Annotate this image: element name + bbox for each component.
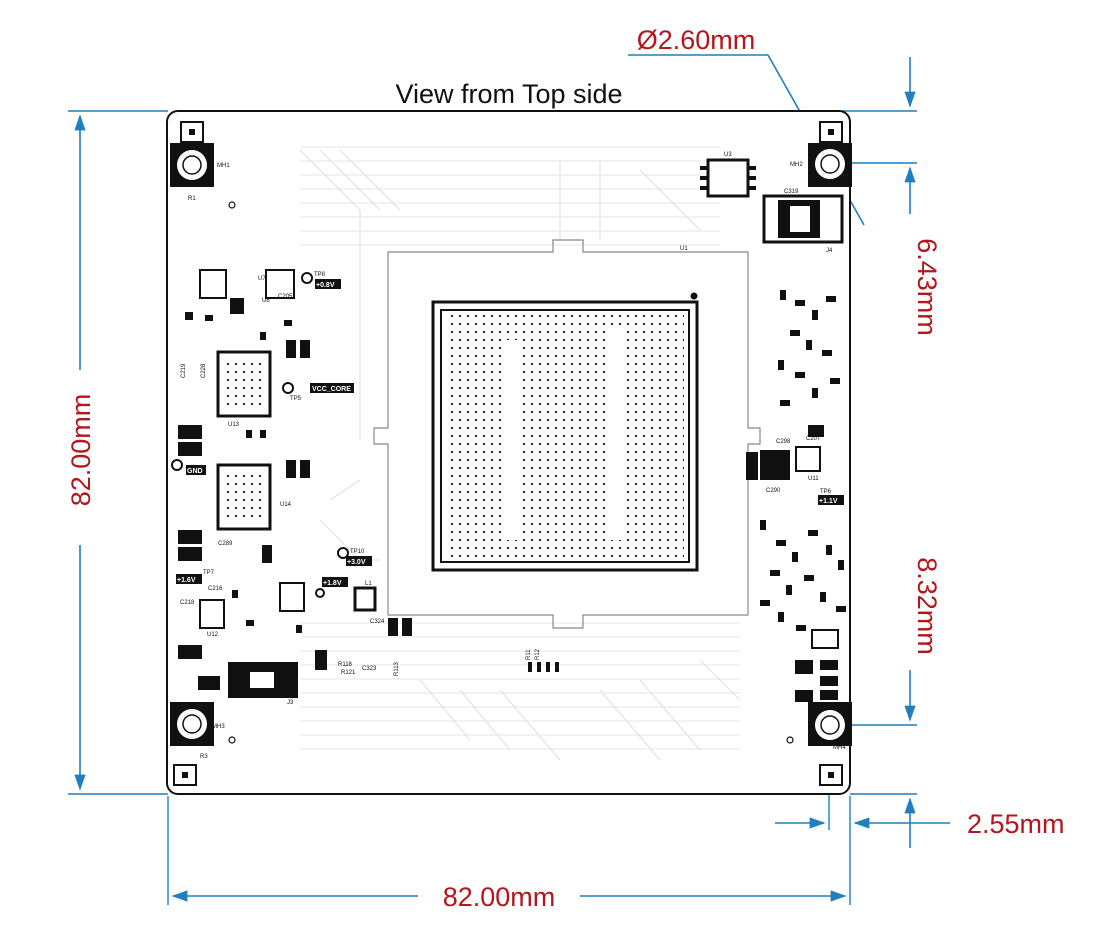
pcb-board: U1 MH1 MH2 <box>166 110 852 795</box>
u14-label: U14 <box>280 502 292 508</box>
c319-label: C319 <box>784 189 799 195</box>
rail-1v1: +1.1V <box>819 498 838 505</box>
mh1-label: MH1 <box>217 163 230 169</box>
dimension-height: 82.00mm <box>66 114 96 791</box>
mounting-hole-mh1: MH1 <box>170 121 230 187</box>
rail-gnd: GND <box>187 468 203 475</box>
pcb-traces <box>299 140 741 761</box>
test-points: VCC_CORE TP5 +0.8V TP8 +3.0V TP10 +1.8V … <box>171 272 844 598</box>
r1-label: R1 <box>188 196 196 202</box>
mh3-label: MH3 <box>212 724 225 730</box>
tp6-label: TP6 <box>820 489 832 495</box>
u13-label: U13 <box>228 422 240 428</box>
chip-label: U1 <box>680 246 688 252</box>
r121-label: R121 <box>341 670 356 676</box>
u7-label: U7 <box>258 276 266 282</box>
power-section-left <box>178 269 412 698</box>
j3-label: J3 <box>287 700 294 706</box>
c324-label: C324 <box>370 619 385 625</box>
j4-label: J4 <box>826 248 833 254</box>
dimension-width: 82.00mm <box>171 882 847 912</box>
mh2-label: MH2 <box>790 162 803 168</box>
rail-1v8: +1.8V <box>323 580 342 587</box>
mh4-label: MH4 <box>833 745 846 751</box>
top-offset-label: 6.43mm <box>912 238 942 336</box>
width-label: 82.00mm <box>443 882 556 912</box>
l1-label: L1 <box>365 581 372 587</box>
height-label: 82.00mm <box>66 394 96 507</box>
c290-label: C290 <box>766 488 781 494</box>
u12-label: U12 <box>207 632 219 638</box>
r118-label: R118 <box>338 662 353 668</box>
u3-label: U3 <box>724 152 732 158</box>
dimension-bottom-hole-offset: 8.32mm <box>904 557 942 848</box>
c323-label: C323 <box>362 666 377 672</box>
mounting-hole-mh3: MH3 <box>170 702 225 786</box>
c298-label: C298 <box>776 439 791 445</box>
tp10-label: TP10 <box>350 549 365 555</box>
dimension-top-hole-offset: 6.43mm <box>904 57 942 336</box>
c289-label: C289 <box>218 541 233 547</box>
hole-diameter-label: Ø2.60mm <box>637 25 756 55</box>
c218-label: C218 <box>180 600 195 606</box>
silkscreen-labels: R1 R3 J3 L1 C324 R118 R121 R113 C323 C21… <box>180 196 781 760</box>
side-offset-label: 2.55mm <box>967 809 1065 839</box>
bga-package <box>431 292 699 572</box>
r113-label: R113 <box>394 661 400 676</box>
component-section-right: U3 C319 J4 U11 C298 C207 <box>700 152 844 702</box>
tp8-label: TP8 <box>314 272 326 278</box>
c207-label: C207 <box>806 436 821 442</box>
rail-3v0: +3.0V <box>347 559 366 566</box>
u8-label: U8 <box>262 298 270 304</box>
c216-label: C216 <box>208 586 223 592</box>
view-title: View from Top side <box>395 79 622 109</box>
rail-0v8: +0.8V <box>316 282 335 289</box>
rail-vcc-core: VCC_CORE <box>312 386 351 393</box>
c219-label: C219 <box>181 363 187 378</box>
mounting-hole-mh4: MH4 <box>808 702 852 786</box>
tp7-label: TP7 <box>203 570 215 576</box>
r12-label: R12 <box>535 648 541 660</box>
r3-label: R3 <box>200 754 208 760</box>
dimension-side-hole-offset: 2.55mm <box>775 809 1065 839</box>
u11-label: U11 <box>808 476 819 482</box>
bottom-offset-label: 8.32mm <box>912 557 942 655</box>
c228-label: C228 <box>201 363 207 378</box>
passive-components <box>185 201 846 744</box>
rail-1v6: +1.6V <box>177 577 196 584</box>
mounting-hole-mh2: MH2 <box>790 121 852 187</box>
c205-label: C205 <box>278 294 293 300</box>
u1-footprint <box>373 239 761 629</box>
tp5-label: TP5 <box>290 396 302 402</box>
r11-label: R11 <box>526 649 532 660</box>
